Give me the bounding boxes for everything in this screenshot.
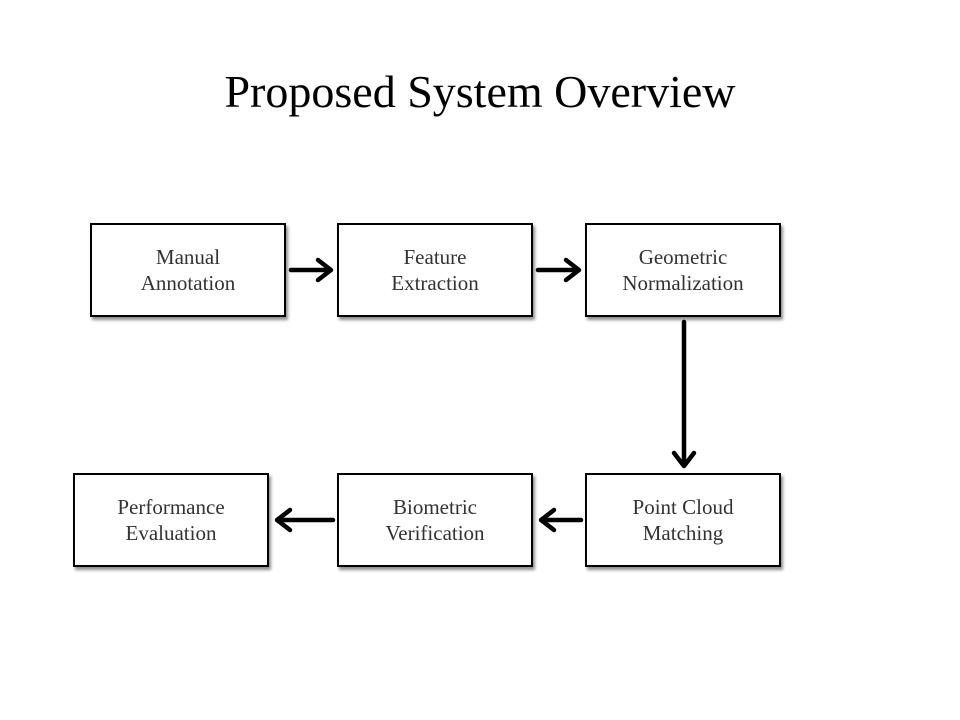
- node-feature-extraction: Feature Extraction: [337, 223, 533, 317]
- arrow-biometric-to-performance: [274, 507, 336, 533]
- node-point-cloud-matching: Point Cloud Matching: [585, 473, 781, 567]
- node-label: Feature: [403, 245, 467, 269]
- slide-title: Proposed System Overview: [224, 66, 736, 117]
- node-label: Normalization: [622, 271, 744, 295]
- arrow-feature-to-geometric: [535, 257, 582, 283]
- node-label: Performance: [117, 495, 225, 519]
- node-label: Extraction: [391, 271, 479, 295]
- arrow-geometric-to-pointcloud: [671, 319, 697, 469]
- node-label: Biometric: [393, 495, 477, 519]
- arrow-pointcloud-to-biometric: [538, 507, 584, 533]
- node-label: Geometric: [638, 245, 728, 269]
- arrow-manual-to-feature: [288, 257, 334, 283]
- node-performance-evaluation: Performance Evaluation: [73, 473, 269, 567]
- node-label: Point Cloud: [632, 495, 734, 519]
- node-biometric-verification: Biometric Verification: [337, 473, 533, 567]
- node-label: Verification: [385, 521, 485, 545]
- node-label: Matching: [642, 521, 724, 545]
- node-label: Manual: [155, 245, 221, 269]
- node-geometric-normalization: Geometric Normalization: [585, 223, 781, 317]
- node-label: Annotation: [140, 271, 236, 295]
- node-manual-annotation: Manual Annotation: [90, 223, 286, 317]
- node-label: Evaluation: [125, 521, 217, 545]
